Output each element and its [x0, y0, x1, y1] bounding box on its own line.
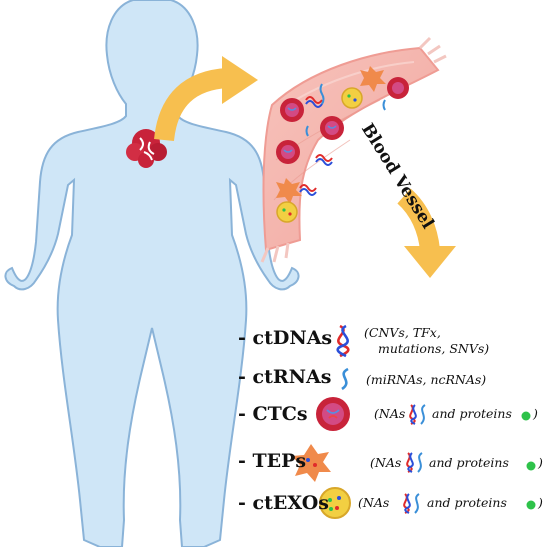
vessel-tep-cells — [276, 66, 386, 204]
ctc-cell — [387, 77, 409, 99]
vessel-nucleic-acids — [299, 83, 386, 196]
list-item-ctdna-desc-line2: mutations, SNVs) — [378, 341, 490, 356]
vessel-ctc-cells — [276, 77, 409, 164]
exosome — [341, 87, 363, 109]
tep-icon — [292, 444, 331, 482]
protein-dot-icon — [526, 461, 536, 471]
tep-platelet — [360, 66, 386, 92]
list-item-ctexo-desc-post: and proteins — [427, 495, 507, 510]
list-item-tep-desc-pre: (NAs — [370, 455, 402, 470]
list-item-ctc-desc-pre: (NAs — [374, 406, 406, 421]
list-item-ctexo-term: - ctEXOs — [238, 492, 329, 514]
list-item-ctc-term: - CTCs — [238, 403, 308, 425]
list-item-ctc-desc-post: and proteins — [432, 406, 512, 421]
ctdna-icon — [336, 324, 350, 358]
arrow-to-vessel — [154, 56, 258, 142]
list-item-ctrna-desc: (miRNAs, ncRNAs) — [366, 372, 487, 387]
list-item-ctexo-desc-end: ) — [538, 495, 543, 510]
ctc-cell — [320, 116, 344, 140]
ctrna-icon — [341, 367, 349, 391]
ctc-cell — [280, 98, 304, 122]
protein-dot-icon — [526, 500, 536, 510]
exosome — [276, 201, 298, 223]
na-glyph-exo — [403, 493, 420, 514]
list-item-ctexo-desc-pre: (NAs — [358, 495, 390, 510]
list-item-ctdna-desc-line1: (CNVs, TFx, — [364, 325, 441, 340]
list-item-ctdna-term: - ctDNAs — [238, 327, 333, 349]
ctc-icon — [316, 397, 350, 431]
list-item-tep-desc-post: and proteins — [429, 455, 509, 470]
ctexo-icon — [319, 487, 351, 519]
list-item-ctc-desc-end: ) — [533, 406, 538, 421]
list-item-ctrna-term: - ctRNAs — [238, 366, 332, 388]
list-item-tep-desc-end: ) — [538, 455, 543, 470]
arrow-to-biomarkers — [397, 188, 456, 278]
vessel-exosomes — [276, 87, 363, 223]
ctc-cell — [276, 140, 300, 164]
chest-tumor-icon — [126, 129, 167, 168]
tep-platelet — [276, 178, 302, 204]
protein-dot-icon — [521, 411, 531, 421]
na-glyph-tep — [406, 452, 423, 473]
list-item-tep-term: - TEPs — [238, 450, 307, 472]
na-glyph-ctc — [409, 404, 426, 425]
